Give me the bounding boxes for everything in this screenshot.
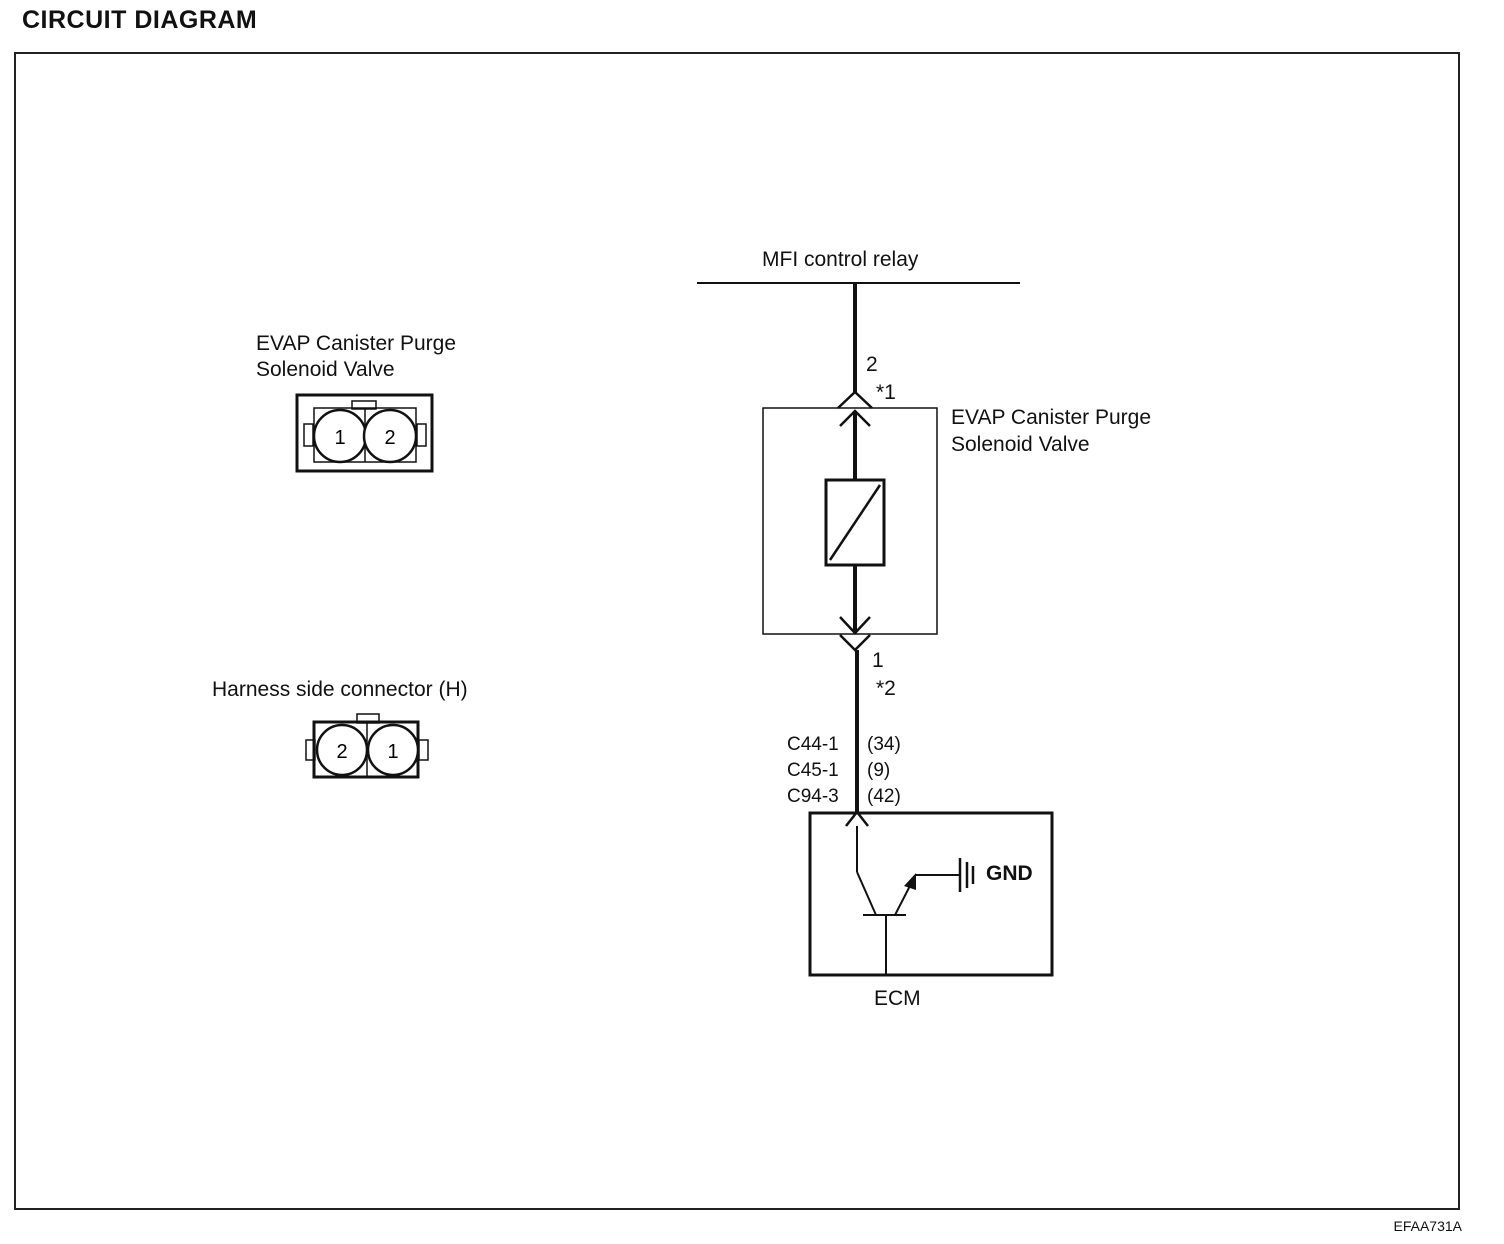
component-pin-1: 1 <box>334 427 345 449</box>
valve-label-1: EVAP Canister Purge <box>951 406 1151 429</box>
page-title: CIRCUIT DIAGRAM <box>22 6 258 34</box>
component-pin-2: 2 <box>384 427 395 449</box>
ecm-connector-2: C45-1 <box>787 760 839 781</box>
harness-pin-1: 1 <box>387 741 398 763</box>
top-pin-number: 2 <box>866 353 878 376</box>
harness-connector-icon <box>305 713 429 779</box>
harness-connector-label: Harness side connector (H) <box>212 678 468 701</box>
relay-label: MFI control relay <box>762 248 919 271</box>
connector-chevron-top <box>837 390 873 409</box>
gnd-label: GND <box>986 862 1033 885</box>
component-connector-icon <box>295 393 434 473</box>
transistor-icon <box>856 826 960 975</box>
figure-code: EFAA731A <box>1393 1218 1463 1234</box>
component-connector-label-2: Solenoid Valve <box>256 358 395 381</box>
ground-icon <box>958 858 975 892</box>
bottom-pin-note: *2 <box>876 677 896 700</box>
valve-box <box>762 407 938 635</box>
bottom-pin-number: 1 <box>872 649 884 672</box>
diagram-frame <box>14 52 1460 1210</box>
ecm-connector-3: C94-3 <box>787 786 839 807</box>
ecm-connector-1: C44-1 <box>787 734 839 755</box>
connector-chevron-bottom <box>839 616 871 635</box>
ecm-label: ECM <box>874 987 921 1010</box>
ecm-pin-2: (9) <box>867 760 891 781</box>
ecm-box <box>808 811 1054 977</box>
harness-pin-2: 2 <box>336 741 347 763</box>
ecm-pin-1: (34) <box>867 734 901 755</box>
component-connector-label-1: EVAP Canister Purge <box>256 332 456 355</box>
solenoid-coil-icon <box>824 478 886 567</box>
ecm-pin-3: (42) <box>867 786 901 807</box>
valve-label-2: Solenoid Valve <box>951 433 1090 456</box>
top-pin-note: *1 <box>876 381 896 404</box>
